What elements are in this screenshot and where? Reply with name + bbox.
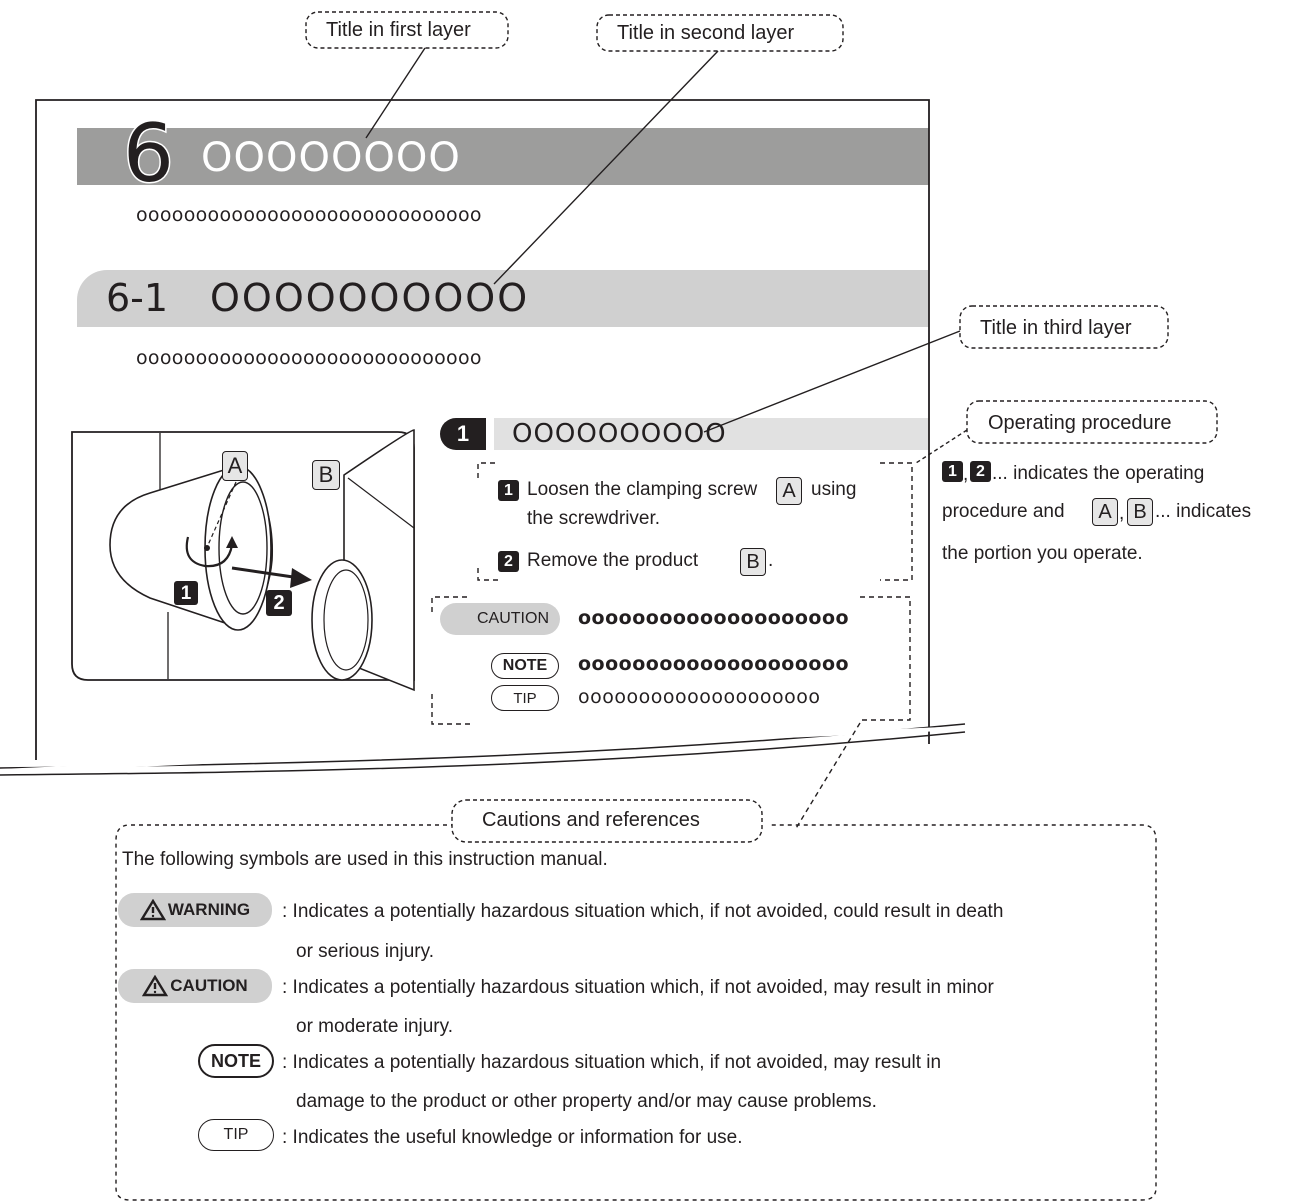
illustration-step-1: 1	[174, 581, 198, 605]
callout-operating-procedure-leader	[915, 429, 968, 464]
page-caution-badge: CAUTION	[440, 603, 560, 635]
chapter-title-band	[77, 128, 929, 185]
page-tip-text: oooooooooooooooooooo	[578, 686, 821, 708]
chapter-body-text: ooooooooooooooooooooooooooooo	[136, 204, 482, 226]
page-note-badge: NOTE	[491, 653, 559, 679]
caution-triangle-icon	[142, 975, 169, 997]
legend-intro: The following symbols are used in this i…	[122, 849, 608, 870]
chapter-title: OOOOOOOO	[201, 135, 461, 181]
section-title: OOOOOOOOOO	[210, 276, 530, 320]
step-title: OOOOOOOOOO	[512, 419, 727, 449]
procedure-step-1-number: 1	[498, 480, 519, 501]
procedure-step-2-text: Remove the product	[527, 550, 699, 571]
legend-caution-line2: or moderate injury.	[296, 1016, 453, 1037]
rotation-arrowhead	[226, 536, 238, 548]
step-title-band	[494, 418, 929, 450]
callout-first-layer-leader	[365, 47, 426, 139]
op-note-text-2b: ... indicates	[1155, 501, 1252, 522]
op-note-num-1: 1	[942, 461, 963, 482]
callout-operating-procedure-box	[966, 400, 1218, 444]
clamping-screw	[204, 545, 210, 551]
product-b-edge	[347, 477, 415, 529]
procedure-step-1-text-c: the screwdriver.	[527, 508, 661, 529]
callout-operating-procedure-label: Operating procedure	[988, 412, 1172, 434]
procedure-step-1-text-b: using	[811, 479, 857, 500]
callout-cautions-box	[451, 799, 763, 843]
callout-third-layer-label: Title in third layer	[980, 317, 1132, 339]
procedure-step-1-text: Loosen the clamping screw	[527, 479, 758, 500]
procedure-step-1-letter: A	[776, 477, 802, 505]
section-number: 6-1	[106, 276, 169, 320]
illustration-label-a: A	[222, 451, 248, 481]
pull-arrow-shaft	[231, 566, 301, 580]
legend-warning-line2: or serious injury.	[296, 941, 434, 962]
op-note-num-2: 2	[970, 461, 991, 482]
page-caution-text: oooooooooooooooooooo	[578, 607, 850, 629]
warning-triangle-icon	[139, 899, 166, 921]
legend-note-line1: : Indicates a potentially hazardous situ…	[282, 1052, 942, 1073]
legend-note-badge: NOTE	[198, 1044, 274, 1078]
rotation-arrow	[185, 536, 234, 568]
page-outline	[35, 99, 930, 760]
op-note-letter-b: B	[1127, 498, 1153, 526]
product-b-lens-ring	[323, 569, 369, 671]
procedure-step-2-period: .	[768, 550, 774, 571]
procedure-step-2-number: 2	[498, 551, 519, 572]
label-a-leader	[207, 481, 237, 546]
torn-edge-line-1	[0, 731, 966, 776]
section-title-band	[77, 270, 929, 327]
legend-box	[115, 824, 1157, 1201]
page-caution-label: CAUTION	[477, 610, 549, 627]
op-note-letter-a: A	[1092, 498, 1118, 526]
op-note-text-2a: procedure and	[942, 501, 1065, 522]
procedure-bracket	[477, 462, 913, 581]
op-note-text-3: the portion you operate.	[942, 543, 1143, 564]
callout-second-layer-leader	[493, 50, 719, 285]
callout-third-layer-box	[959, 305, 1169, 349]
cylinder-inner-ring	[218, 481, 268, 615]
legend-tip-line1: : Indicates the useful knowledge or info…	[282, 1127, 743, 1148]
torn-edge-line-2	[0, 723, 966, 769]
callout-first-layer-box	[305, 11, 509, 49]
legend-warning-line1: : Indicates a potentially hazardous situ…	[282, 901, 1004, 922]
torn-edge-gap	[0, 726, 966, 773]
legend-warning-label: WARNING	[167, 900, 251, 919]
procedure-step-2-letter: B	[740, 548, 766, 576]
chapter-number: 6	[122, 107, 176, 200]
op-note-sep-1: ,	[963, 464, 969, 485]
callout-cautions-label: Cautions and references	[482, 809, 700, 831]
notes-bracket	[431, 596, 911, 725]
section-body-text: ooooooooooooooooooooooooooooo	[136, 347, 482, 369]
callout-second-layer-box	[596, 14, 844, 52]
legend-note-line2: damage to the product or other property …	[296, 1091, 877, 1112]
legend-caution-badge: CAUTION	[118, 969, 272, 1003]
step-number-badge: 1	[440, 418, 486, 450]
callout-second-layer-label: Title in second layer	[617, 22, 795, 44]
pull-arrow-head	[290, 568, 312, 588]
page-tip-badge: TIP	[491, 685, 559, 711]
legend-tip-badge: TIP	[198, 1119, 274, 1151]
cautions-leader	[794, 722, 861, 831]
op-note-sep-2: ,	[1119, 503, 1125, 524]
illustration-label-b: B	[312, 460, 340, 490]
callout-first-layer-label: Title in first layer	[326, 19, 471, 41]
illustration-step-2: 2	[266, 590, 292, 616]
page-note-text: oooooooooooooooooooo	[578, 653, 850, 675]
legend-caution-line1: : Indicates a potentially hazardous situ…	[282, 977, 994, 998]
legend-caution-label: CAUTION	[170, 976, 248, 995]
legend-warning-badge: WARNING	[118, 893, 272, 927]
callout-third-layer-leader	[703, 330, 961, 433]
op-note-text-1: ... indicates the operating	[992, 463, 1205, 484]
